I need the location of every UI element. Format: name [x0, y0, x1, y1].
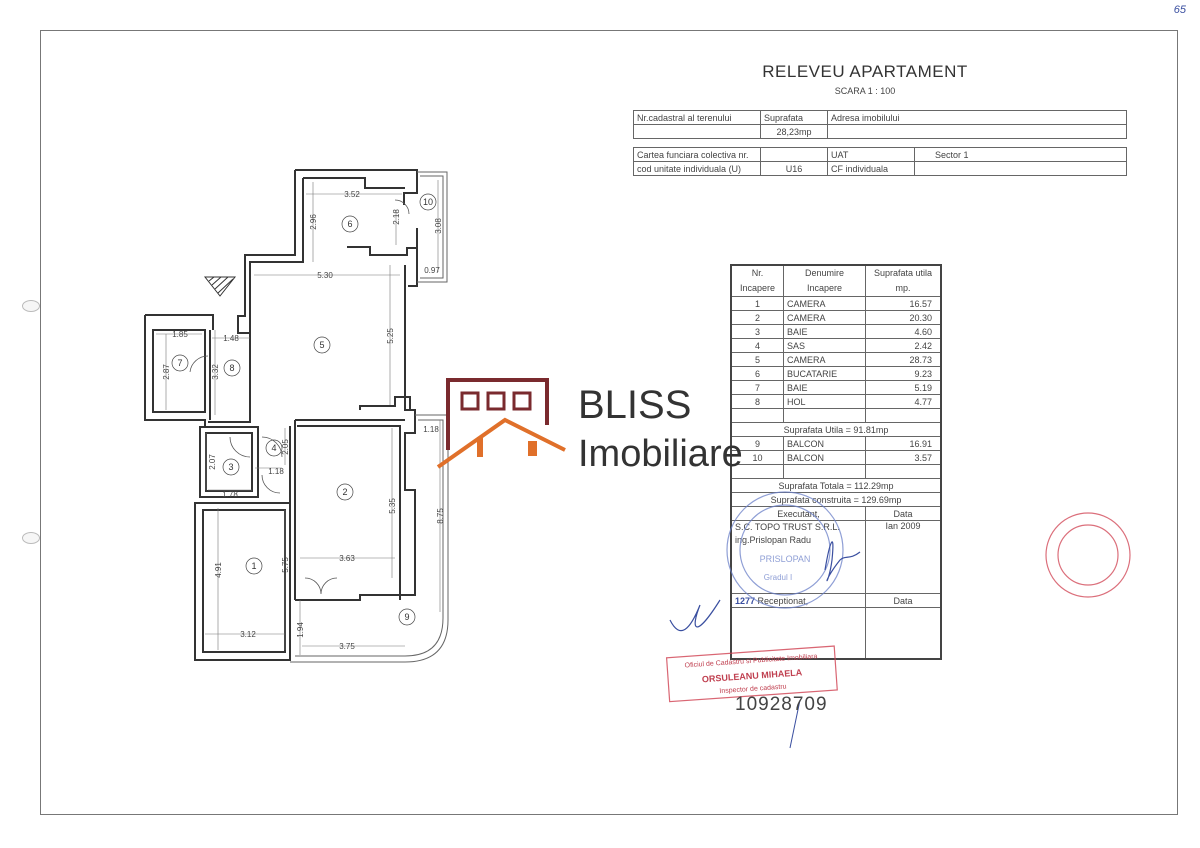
dim-label: 1.18 — [423, 425, 439, 434]
cadastral-info-table: Nr.cadastral al terenului Suprafata Adre… — [633, 110, 1127, 139]
hatch-symbol — [203, 276, 237, 297]
address-value — [827, 124, 1127, 139]
dim-label: 1.48 — [223, 334, 239, 343]
dim-label: 3.63 — [339, 554, 355, 563]
stamp-number: 1277 — [735, 595, 756, 606]
received-date-label: Data — [865, 593, 942, 608]
room-number: 7 — [177, 358, 182, 368]
dim-label: 1.85 — [172, 330, 188, 339]
unit-code-value: U16 — [760, 161, 828, 176]
signature — [669, 599, 721, 632]
header-nr: Nr. Incapere — [730, 264, 784, 297]
dim-label: 2.07 — [208, 454, 217, 470]
room-number: 1 — [251, 561, 256, 571]
dim-label: 2.18 — [392, 209, 401, 225]
dim-label: 3.08 — [434, 218, 443, 234]
stamp-inspector-name: ORSULEANU MIHAELA — [702, 667, 803, 684]
dim-label: 5.30 — [317, 271, 333, 280]
dimension-labels: 3.52 2.96 2.18 3.08 0.97 5.30 5.25 1.85 … — [162, 190, 445, 651]
cf-individual-value — [914, 161, 1127, 176]
company-name: S.C. TOPO TRUST S.R.L. — [735, 522, 840, 532]
bliss-logo: BLISS Imobiliare — [436, 378, 743, 475]
dim-label: 5.25 — [386, 328, 395, 344]
room-number: 8 — [229, 363, 234, 373]
dim-label: 2.96 — [309, 214, 318, 230]
dim-label: 1.18 — [268, 467, 284, 476]
room-number: 5 — [319, 340, 324, 350]
dim-label: 1.78 — [222, 490, 238, 499]
header-name: Denumire Incapere — [783, 264, 866, 297]
surveyor-stamp-grade: Gradul I — [764, 573, 792, 582]
surveyor-stamp-name: PRISLOPAN — [760, 554, 811, 564]
dim-label: 0.97 — [424, 266, 440, 275]
room-number: 3 — [228, 462, 233, 472]
stamp-inspector-title: Inspector de cadastru — [719, 683, 787, 695]
logo-line2: Imobiliare — [578, 433, 743, 475]
room-number: 9 — [404, 612, 409, 622]
engineer-name: ing.Prislopan Radu — [735, 535, 812, 545]
scale-label: SCARA 1 : 100 — [834, 86, 896, 96]
dim-label: 2.05 — [281, 439, 290, 455]
signature — [824, 541, 861, 582]
punch-hole — [22, 300, 40, 312]
dim-label: 3.12 — [240, 630, 256, 639]
dim-label: 3.52 — [344, 190, 360, 199]
land-book-table: Cartea funciara colectiva nr. UAT Sector… — [633, 147, 1127, 176]
table-row-empty — [730, 408, 942, 423]
walls — [144, 169, 418, 661]
pen-stroke — [789, 699, 801, 749]
room-number: 6 — [347, 219, 352, 229]
dimension-lines — [156, 180, 441, 655]
dim-label: 8.75 — [436, 508, 445, 524]
room-number: 4 — [271, 443, 276, 453]
unit-code-label: cod unitate individuala (U) — [633, 161, 761, 176]
received-label: Receptionat, — [757, 595, 809, 606]
room-number: 10 — [423, 197, 433, 207]
dim-label: 4.91 — [214, 562, 223, 578]
dim-label: 5.35 — [388, 498, 397, 514]
red-round-stamp — [1045, 512, 1131, 598]
header-area: Suprafata utila mp. — [865, 264, 942, 297]
dim-label: 5.75 — [281, 557, 290, 573]
room-markers: 1 2 3 4 5 6 7 8 9 10 — [171, 193, 437, 626]
surveyor-stamp: PRISLOPAN Gradul I — [726, 491, 844, 609]
doors — [189, 199, 410, 595]
document-title: RELEVEU APARTAMENT — [762, 62, 968, 81]
dim-label: 2.87 — [162, 364, 171, 380]
page-number: 65 — [1173, 4, 1186, 16]
dim-label: 3.75 — [339, 642, 355, 651]
punch-hole — [22, 532, 40, 544]
document-number: 10928709 — [735, 694, 828, 715]
page-frame — [40, 30, 1178, 815]
room-number: 2 — [342, 487, 347, 497]
dim-label: 1.94 — [296, 622, 305, 638]
dim-label: 3.32 — [211, 364, 220, 380]
rooms-table: Nr. Incapere Denumire Incapere Suprafata… — [730, 264, 942, 660]
balconies — [290, 171, 449, 663]
logo-line1: BLISS — [578, 383, 691, 427]
